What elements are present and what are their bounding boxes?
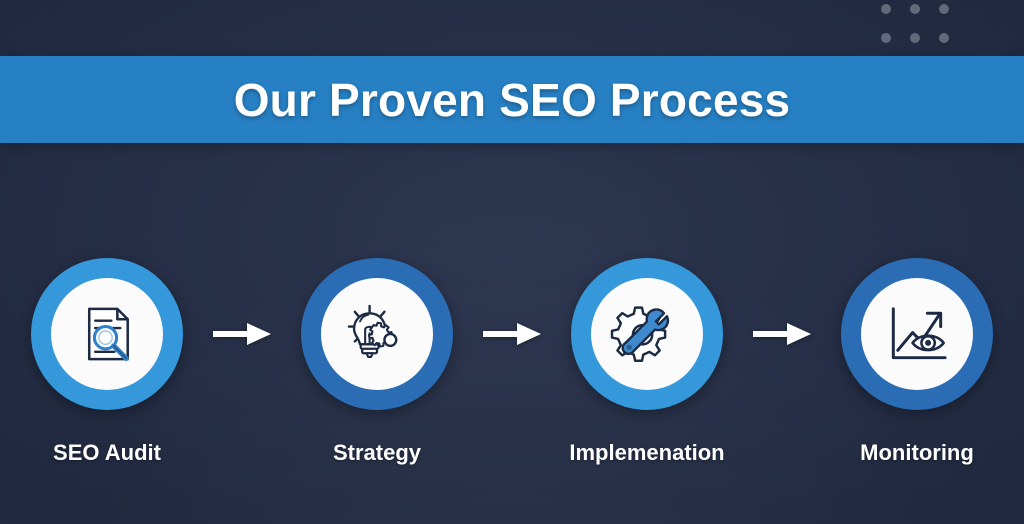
step-circle: [841, 258, 993, 410]
process-arrow-2: [477, 258, 547, 410]
step-icon-plate: [321, 278, 433, 390]
step-label: Implemenation: [569, 440, 725, 465]
document-magnifier-icon: [70, 297, 144, 371]
step-icon-plate: [591, 278, 703, 390]
process-steps-row: SEO Audit: [0, 258, 1024, 466]
dot: [939, 4, 949, 14]
dot: [881, 4, 891, 14]
decorative-dot-grid: [881, 4, 949, 43]
title-banner: Our Proven SEO Process: [0, 56, 1024, 143]
step-icon-plate: [861, 278, 973, 390]
process-step-seo-audit[interactable]: SEO Audit: [7, 258, 207, 466]
process-arrow-3: [747, 258, 817, 410]
process-arrow-1: [207, 258, 277, 410]
process-step-strategy[interactable]: Strategy: [277, 258, 477, 466]
lightbulb-gear-icon: [340, 297, 414, 371]
dot: [910, 33, 920, 43]
step-circle: [301, 258, 453, 410]
growth-chart-eye-icon: [880, 297, 954, 371]
dot: [910, 4, 920, 14]
process-step-monitoring[interactable]: Monitoring: [817, 258, 1017, 466]
dot: [939, 33, 949, 43]
dot: [881, 33, 891, 43]
step-icon-plate: [51, 278, 163, 390]
step-label: Monitoring: [860, 440, 974, 465]
gear-wrench-icon: [610, 297, 684, 371]
page-title: Our Proven SEO Process: [233, 73, 791, 126]
process-step-implementation[interactable]: Implemenation: [547, 258, 747, 466]
step-label: Strategy: [332, 440, 422, 465]
step-circle: [571, 258, 723, 410]
step-circle: [31, 258, 183, 410]
step-label: SEO Audit: [53, 440, 161, 465]
